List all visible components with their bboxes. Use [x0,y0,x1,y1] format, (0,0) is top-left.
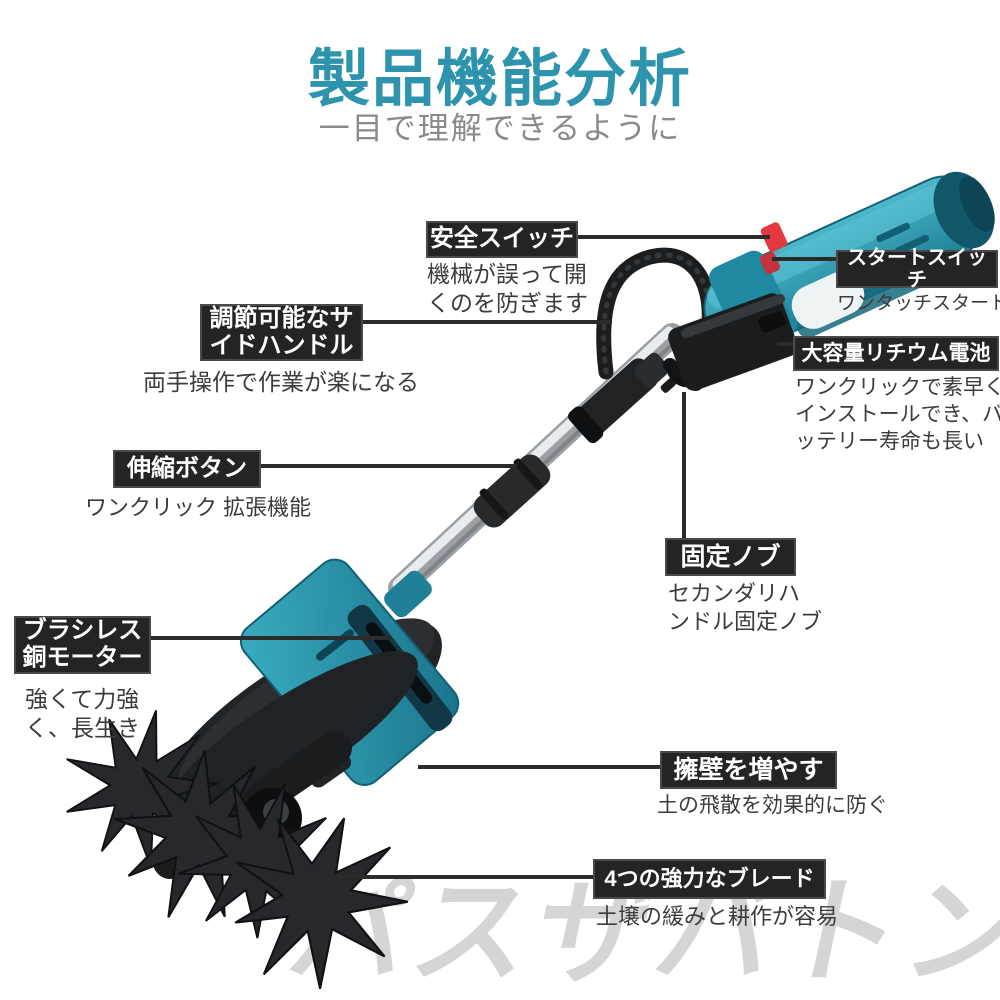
callout-desc-battery: ワンクリックで素早く インストールでき、バ ッテリー寿命も長い [795,376,1000,453]
callout-label-start-switch: スタートスイッチ [836,247,998,291]
callout-line-telescopic-button [261,464,517,468]
callout-label-guard: 擁壁を増やす [660,751,837,789]
callout-label-fixing-knob: 固定ノブ [665,538,796,576]
gearbox-neck [384,570,432,618]
callout-label-motor: ブラシレス 銅モーター [14,616,151,674]
battery-pack [668,293,798,391]
callout-line-guard [418,765,662,769]
callout-line-start-switch [772,257,836,261]
tiller-blades [47,693,441,1000]
telescopic-lock-collar [473,454,551,528]
callout-line-fixing-knob [682,392,686,538]
callout-desc-guard: 土の飛散を効果的に防ぐ [657,794,888,817]
guard-plate-front-lip [162,651,418,829]
callout-label-battery: 大容量リチウム電池 [793,336,999,371]
callout-line-battery [777,342,793,346]
callout-line-motor [151,636,391,640]
callout-line-safety-switch [578,235,770,239]
page-subtitle: 一目で理解できるように [318,111,682,146]
shaft-clamp [568,352,670,444]
callout-label-blades: 4つの強力なブレード [593,859,826,899]
page-title: 製品機能分析 [307,45,692,114]
callout-label-telescopic-button: 伸縮ボタン [113,450,261,488]
callout-desc-motor: 強くて力強 く、長生き [25,686,140,742]
callout-desc-telescopic-button: ワンクリック 拡張機能 [85,495,312,520]
callout-line-side-handle [362,320,612,324]
callout-desc-fixing-knob: セカンダリハ ンドル固定ノブ [668,581,823,635]
callout-desc-blades: 土壌の緩みと耕作が容易 [596,904,839,929]
callout-line-blades [338,875,593,879]
callout-desc-safety-switch: 機械が誤って開 くのを防ぎます [427,261,588,317]
safety-switch [760,222,788,252]
callout-desc-start-switch: ワンタッチスタート [837,293,1000,314]
callout-desc-side-handle: 両手操作で作業が楽になる [143,369,419,395]
callout-label-safety-switch: 安全スイッチ [426,221,578,258]
callout-label-side-handle: 調節可能なサ イドハンドル [200,304,363,361]
